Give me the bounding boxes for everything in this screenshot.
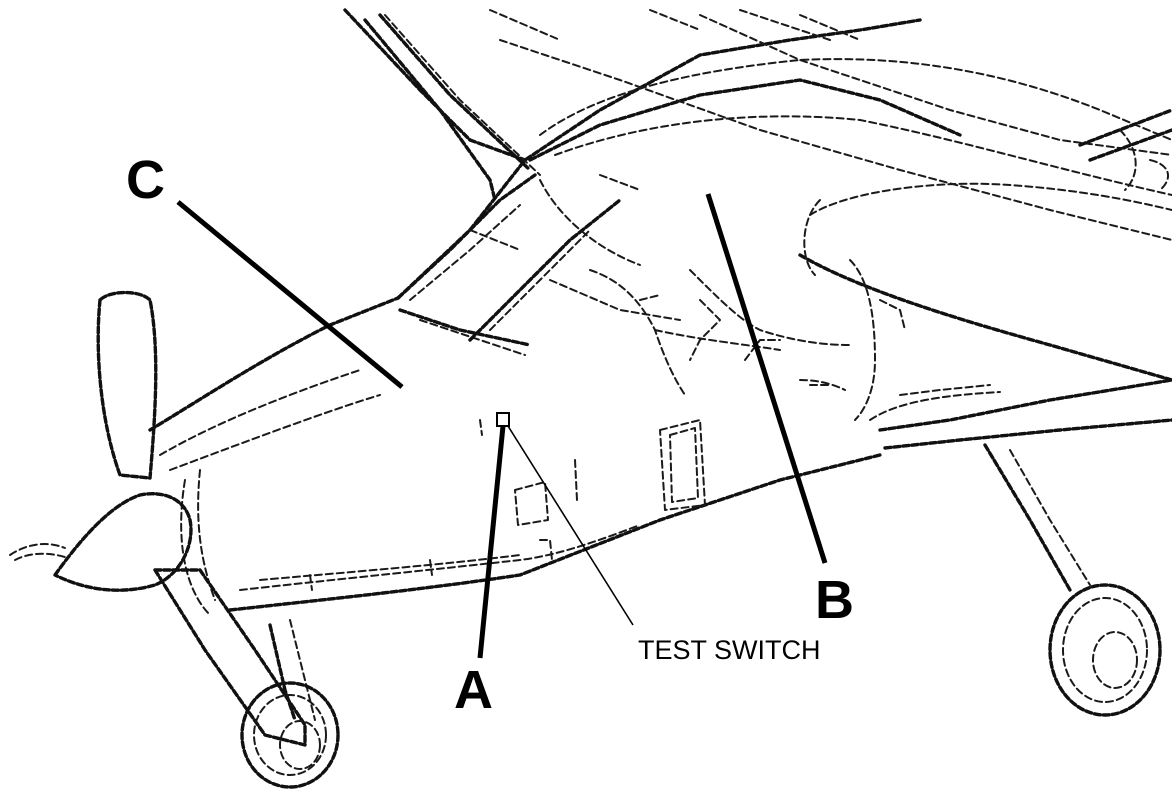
- leader-line-b: [705, 193, 828, 564]
- test-switch-label: TEST SWITCH: [638, 635, 821, 665]
- leader-line-c: [176, 200, 404, 389]
- callout-a: A: [454, 660, 493, 720]
- main-gear: [983, 443, 1162, 717]
- test-switch: [496, 412, 510, 427]
- wing: [396, 9, 1172, 382]
- callout-b: B: [815, 570, 854, 630]
- nose-gear: [240, 619, 340, 789]
- wing-struts: [343, 8, 681, 356]
- callout-c: C: [126, 150, 165, 210]
- leader-line-test-switch: [507, 425, 634, 626]
- leader-line-a: [477, 425, 506, 659]
- propeller: [9, 290, 307, 747]
- fuselage: [148, 259, 1172, 616]
